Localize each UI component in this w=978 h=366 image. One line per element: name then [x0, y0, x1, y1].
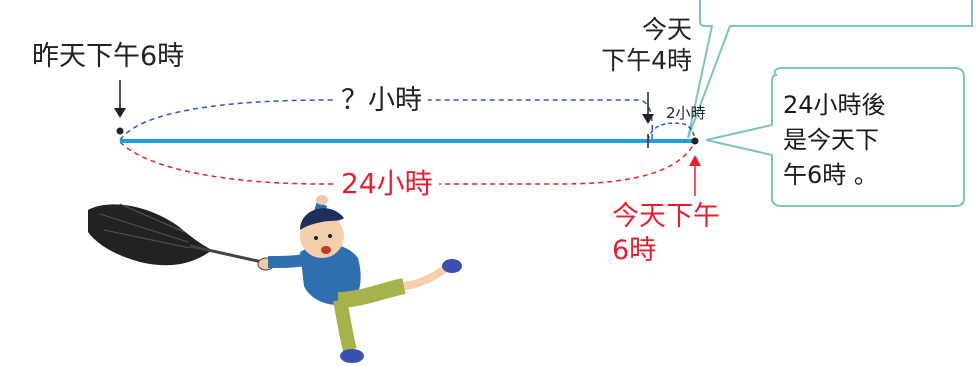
point-yesterday-6pm [116, 127, 124, 135]
point-today-6pm [691, 137, 699, 145]
arrow-today-4pm [642, 92, 654, 124]
two-hours-arc [647, 122, 696, 141]
label-yesterday-6pm: 昨天下午6時 [32, 41, 185, 72]
unknown-hours-arc [119, 99, 653, 141]
label-today-6pm: 今天下午 6時 [612, 201, 720, 266]
label-unknown-hours: ？小時 [335, 84, 428, 118]
umbrella-icon [88, 204, 212, 266]
arrow-yesterday-6pm [114, 80, 126, 118]
top-speech-bubble [687, 0, 973, 139]
twenty-four-hours-arc [119, 141, 696, 185]
label-today-4pm: 今天 下午4時 [601, 15, 692, 76]
arrow-today-6pm [689, 155, 701, 196]
right-speech-bubble [705, 67, 965, 207]
label-twenty-four-hours: 24小時 [335, 166, 439, 201]
speech-bubble-text: 24小時後 是今天下 午6時 。 [783, 91, 886, 189]
label-two-hours: 2小時 [666, 104, 706, 122]
boy-with-umbrella-illustration [88, 195, 462, 363]
